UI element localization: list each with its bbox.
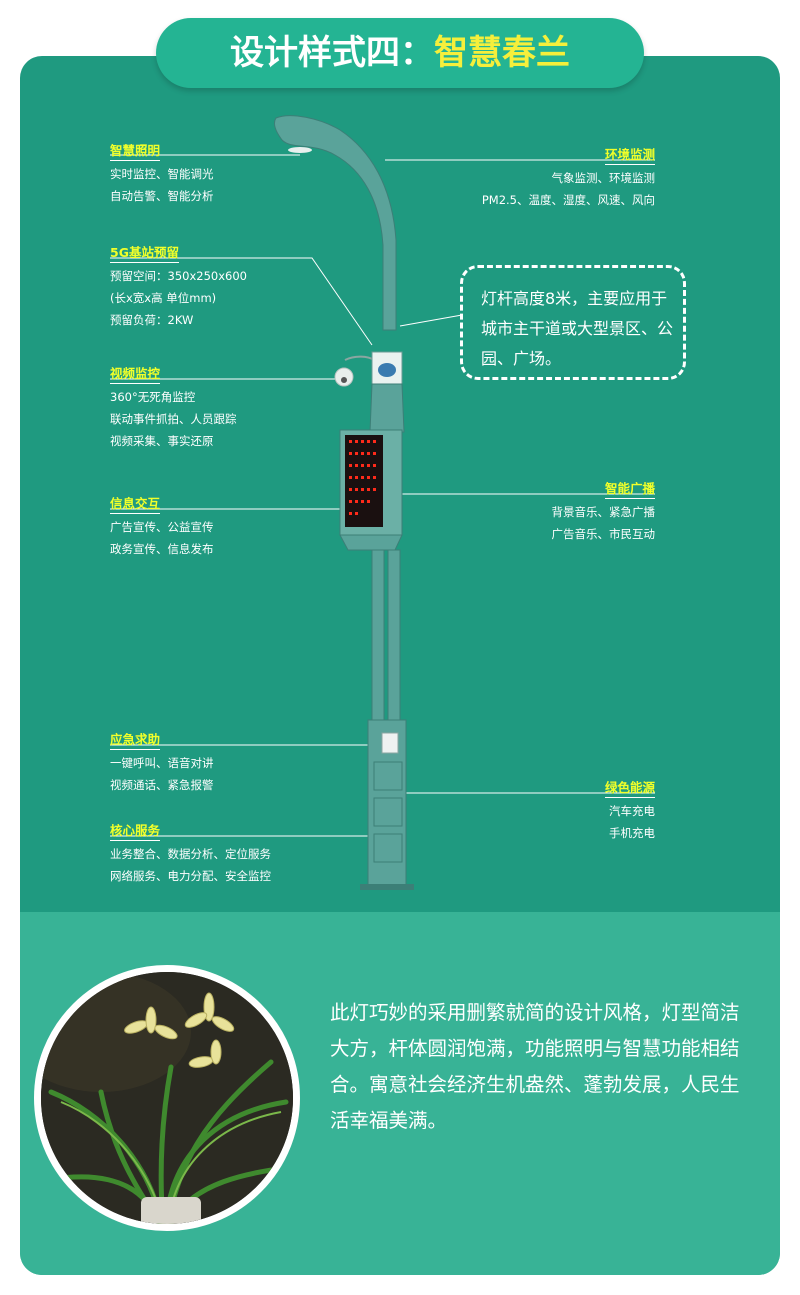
feature-energy: 绿色能源 汽车充电 手机充电: [425, 777, 655, 844]
feature-lighting-head: 智慧照明: [110, 143, 161, 161]
feature-5g-line: (长x宽x高 单位mm): [110, 291, 217, 305]
page-title: 设计样式四：智慧春兰: [156, 18, 644, 88]
leader-5g: [110, 257, 373, 346]
title-highlight: 智慧春兰: [434, 33, 570, 73]
feature-emergency: 应急求助 一键呼叫、语音对讲 视频通话、紧急报警: [110, 729, 340, 796]
lamp-light-icon: [288, 147, 312, 153]
feature-core-line: 网络服务、电力分配、安全监控: [110, 869, 271, 883]
feature-core: 核心服务 业务整合、数据分析、定位服务 网络服务、电力分配、安全监控: [110, 820, 340, 887]
feature-video-line: 360°无死角监控: [110, 390, 196, 404]
feature-core-line: 业务整合、数据分析、定位服务: [110, 847, 271, 861]
height-note: 灯杆高度8米，主要应用于城市主干道或大型景区、公园、广场。: [460, 265, 686, 380]
led-text-dots: [349, 440, 376, 515]
orchid-photo: [34, 965, 300, 1231]
feature-env-head: 环境监测: [604, 147, 655, 165]
title-prefix: 设计样式四：: [230, 33, 434, 73]
pole-base: [360, 884, 414, 890]
feature-emergency-line: 视频通话、紧急报警: [110, 778, 214, 792]
feature-5g-line: 预留空间：350x250x600: [110, 269, 247, 283]
5g-logo-icon: [378, 363, 396, 377]
feature-info-line: 广告宣传、公益宣传: [110, 520, 214, 534]
feature-energy-line: 汽车充电: [609, 804, 655, 818]
feature-emergency-line: 一键呼叫、语音对讲: [110, 756, 214, 770]
feature-env-line: 气象监测、环境监测: [551, 171, 656, 185]
feature-broadcast: 智能广播 背景音乐、紧急广播 广告音乐、市民互动: [425, 478, 655, 545]
feature-broadcast-line: 广告音乐、市民互动: [551, 527, 656, 541]
feature-energy-line: 手机充电: [609, 826, 655, 840]
lamp-arm: [273, 115, 397, 331]
feature-env: 环境监测 气象监测、环境监测 PM2.5、温度、湿度、风速、风向: [425, 144, 655, 211]
feature-5g-line: 预留负荷：2KW: [110, 313, 194, 327]
feature-env-line: PM2.5、温度、湿度、风速、风向: [481, 193, 655, 207]
feature-lighting-line: 实时监控、智能调光: [110, 167, 214, 181]
feature-5g: 5G基站预留 预留空间：350x250x600 (长x宽x高 单位mm) 预留负…: [110, 242, 340, 331]
feature-lighting-line: 自动告警、智能分析: [110, 189, 214, 203]
design-description: 此灯巧妙的采用删繁就简的设计风格，灯型简洁大方，杆体圆润饱满，功能照明与智慧功能…: [330, 1001, 740, 1132]
feature-video: 视频监控 360°无死角监控 联动事件抓拍、人员跟踪 视频采集、事实还原: [110, 363, 340, 452]
feature-lighting: 智慧照明 实时监控、智能调光 自动告警、智能分析: [110, 140, 340, 207]
feature-video-head: 视频监控: [110, 366, 161, 384]
feature-core-head: 核心服务: [110, 823, 161, 841]
feature-video-line: 联动事件抓拍、人员跟踪: [110, 412, 237, 426]
feature-energy-head: 绿色能源: [604, 780, 655, 798]
feature-emergency-head: 应急求助: [110, 732, 161, 750]
leader-note: [399, 314, 463, 327]
feature-info: 信息交互 广告宣传、公益宣传 政务宣传、信息发布: [110, 493, 340, 560]
feature-video-line: 视频采集、事实还原: [110, 434, 214, 448]
feature-5g-head: 5G基站预留: [110, 245, 179, 263]
feature-info-head: 信息交互: [110, 496, 161, 514]
led-screen: [345, 435, 383, 527]
emergency-button-icon: [381, 732, 399, 754]
leader-lines: [110, 154, 655, 837]
orchid-image: [41, 972, 293, 1224]
feature-broadcast-line: 背景音乐、紧急广播: [551, 505, 656, 519]
feature-broadcast-head: 智能广播: [604, 481, 655, 499]
feature-info-line: 政务宣传、信息发布: [110, 542, 214, 556]
